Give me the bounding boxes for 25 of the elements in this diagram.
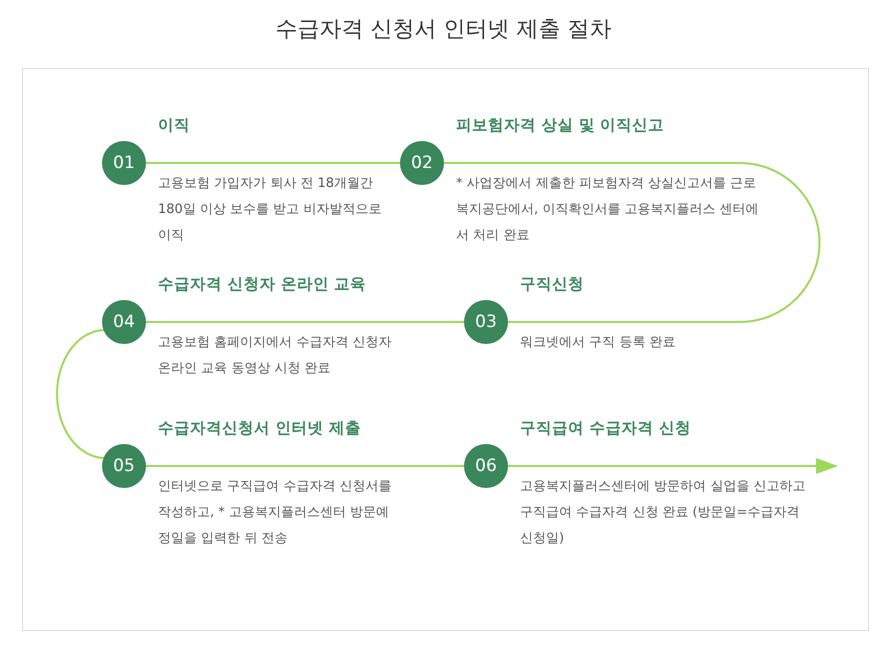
step-heading: 수급자격 신청자 온라인 교육 <box>158 274 366 295</box>
connector-line <box>56 329 106 459</box>
step-description: 워크넷에서 구직 등록 완료 <box>520 334 676 352</box>
step-heading: 수급자격신청서 인터넷 제출 <box>158 418 361 439</box>
step-heading: 피보험자격 상실 및 이직신고 <box>456 115 664 136</box>
connector-line <box>444 162 820 323</box>
connector-line <box>146 162 400 164</box>
connector-line <box>146 465 464 467</box>
arrow <box>508 458 838 474</box>
step-description: 고용보험 가입자가 퇴사 전 18개월간 180일 이상 보수를 받고 비자발적으로 이직 <box>158 175 382 245</box>
step-heading: 구직신청 <box>520 274 584 295</box>
step-number: 06 <box>474 455 498 478</box>
step-number: 02 <box>410 152 434 175</box>
step-number: 01 <box>112 152 136 175</box>
title: 수급자격 신청서 인터넷 제출 절차 <box>274 16 612 44</box>
step-description: 인터넷으로 구직급여 수급자격 신청서를 작성하고, * 고용복지플러스센터 방문예정일을 입력한 뒤 전송 <box>158 478 392 548</box>
step-number: 04 <box>112 311 136 334</box>
step-description: 고용복지플러스센터에 방문하여 실업을 신고하고 구직급여 수급자격 신청 완료 (방문일=수급자격 신청일) <box>520 478 806 548</box>
step-description: * 사업장에서 제출한 피보험자격 상실신고서를 근로복지공단에서, 이직확인서를 고용복지플러스 센터에서 처리 완료 <box>456 175 760 245</box>
step-heading: 구직급여 수급자격 신청 <box>520 418 691 439</box>
step-number: 05 <box>112 455 136 478</box>
step-description: 고용보험 홈페이지에서 수급자격 신청자 온라인 교육 동영상 시청 완료 <box>158 334 392 378</box>
connector-line <box>146 321 464 323</box>
step-number: 03 <box>474 311 498 334</box>
step-heading: 이직 <box>158 115 190 136</box>
